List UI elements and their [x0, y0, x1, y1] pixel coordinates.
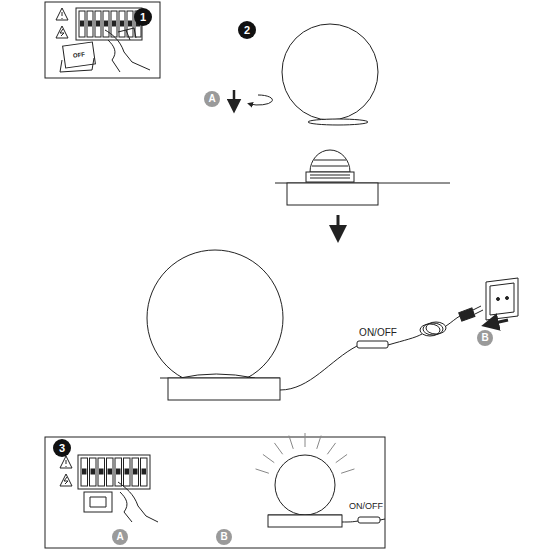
breaker-toggle: [105, 21, 108, 26]
breaker-toggle: [83, 469, 87, 474]
step-frame: [45, 2, 160, 78]
callout-badge: [112, 529, 128, 545]
plug-arrow: [490, 320, 508, 324]
breaker-toggle: [100, 469, 104, 474]
breaker-switch: [79, 11, 85, 37]
light-ray: [274, 443, 282, 454]
power-cord: [280, 306, 483, 390]
callout-letter: A: [116, 532, 123, 542]
step-badge: [53, 439, 71, 457]
breaker-toggle: [117, 469, 121, 474]
breaker-switch: [132, 458, 139, 486]
light-ray: [305, 433, 306, 447]
light-ray: [327, 443, 335, 454]
down-arrow: [337, 215, 340, 234]
breaker-switch: [119, 11, 125, 37]
down-arrow: [233, 90, 236, 106]
breaker-switch: [141, 458, 148, 486]
step-number: 2: [244, 25, 250, 36]
breaker-toggle: [89, 21, 92, 26]
lit-lamp: [256, 433, 385, 527]
switch-label: ON/OFF: [359, 328, 397, 338]
light-ray: [317, 436, 321, 449]
callout-letter: B: [481, 333, 488, 343]
step-number: 1: [140, 12, 146, 23]
breaker-toggle: [129, 21, 132, 26]
light-ray: [341, 469, 354, 473]
breaker-toggle: [108, 469, 112, 474]
breaker-switch: [111, 11, 117, 37]
breaker-switch: [81, 458, 88, 486]
callout-badge: [477, 330, 493, 346]
step-number: 3: [59, 443, 65, 454]
breaker-switch: [107, 458, 114, 486]
callout-badge: [216, 529, 232, 545]
breaker-switch: [98, 458, 105, 486]
breaker-switch: [95, 11, 101, 37]
breaker-toggle: [142, 469, 146, 474]
breaker-switch: [127, 11, 133, 37]
assembled-lamp: [147, 250, 283, 400]
globe-shade: [282, 24, 378, 125]
step-badge: [238, 21, 256, 39]
rotate-arrow: [250, 95, 272, 105]
callout-letter: A: [208, 94, 215, 104]
light-ray: [289, 436, 293, 449]
bulb-socket: [275, 150, 450, 205]
callout-badge: [204, 91, 220, 107]
breaker-switch: [87, 11, 93, 37]
light-ray: [263, 454, 274, 462]
breaker-toggle: [125, 469, 129, 474]
light-ray: [256, 469, 269, 473]
breaker-toggle: [91, 469, 95, 474]
breaker-toggle: [134, 469, 138, 474]
callout-letter: B: [220, 532, 227, 542]
step-frame: [45, 437, 385, 548]
breaker-switch: [103, 11, 109, 37]
breaker-toggle: [81, 21, 84, 26]
step-badge: [134, 8, 152, 26]
breaker-toggle: [121, 21, 124, 26]
breaker-switch: [124, 458, 131, 486]
breaker-switch: [90, 458, 97, 486]
breaker-toggle: [97, 21, 100, 26]
switch-label: ON/OFF: [349, 502, 383, 511]
wall-socket: [486, 278, 518, 320]
breaker-toggle: [113, 21, 116, 26]
breaker-panel: [60, 455, 158, 522]
light-ray: [336, 454, 347, 462]
